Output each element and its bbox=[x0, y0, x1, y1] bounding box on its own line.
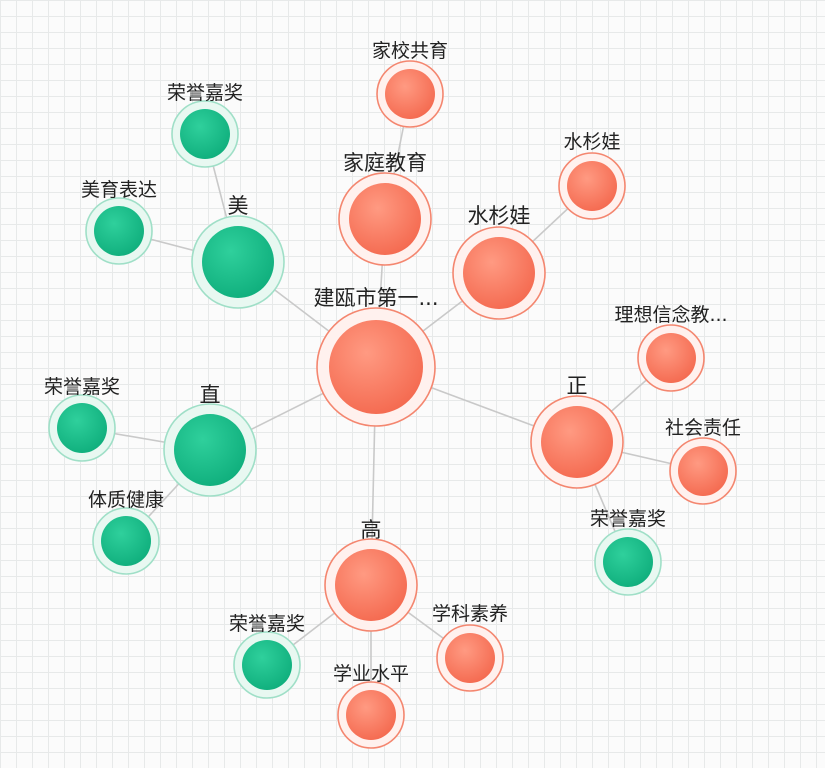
node-circle[interactable] bbox=[346, 690, 396, 740]
node-gao-xueke[interactable]: 学科素养 bbox=[432, 603, 508, 692]
node-zheng-lixiang[interactable]: 理想信念教... bbox=[614, 303, 728, 392]
node-circle[interactable] bbox=[385, 69, 435, 119]
node-label: 水杉娃 bbox=[563, 131, 620, 153]
node-zhi-tizhi[interactable]: 体质健康 bbox=[88, 489, 164, 575]
node-zheng[interactable]: 正 bbox=[530, 374, 624, 489]
node-gao-xueye[interactable]: 学业水平 bbox=[333, 663, 409, 749]
node-circle[interactable] bbox=[463, 237, 535, 309]
node-label: 体质健康 bbox=[88, 489, 164, 511]
node-circle[interactable] bbox=[174, 414, 246, 486]
node-jiaxiao[interactable]: 家校共育 bbox=[372, 40, 448, 128]
node-gao-rongyu[interactable]: 荣誉嘉奖 bbox=[229, 613, 305, 699]
node-shuishan-child[interactable]: 水杉娃 bbox=[558, 131, 626, 220]
node-label: 荣誉嘉奖 bbox=[590, 508, 666, 530]
node-label: 美育表达 bbox=[81, 179, 157, 201]
node-label: 荣誉嘉奖 bbox=[167, 82, 243, 104]
node-circle[interactable] bbox=[678, 446, 728, 496]
node-label: 美 bbox=[228, 194, 249, 218]
node-label: 家庭教育 bbox=[343, 151, 427, 175]
node-mei-meiyu[interactable]: 美育表达 bbox=[81, 179, 157, 265]
node-circle[interactable] bbox=[94, 206, 144, 256]
node-zheng-rongyu[interactable]: 荣誉嘉奖 bbox=[590, 508, 666, 596]
node-label: 荣誉嘉奖 bbox=[229, 613, 305, 635]
node-circle[interactable] bbox=[567, 161, 617, 211]
node-circle[interactable] bbox=[180, 109, 230, 159]
node-label: 社会责任 bbox=[665, 417, 741, 439]
node-shuishan[interactable]: 水杉娃 bbox=[452, 204, 546, 320]
node-zheng-shehui[interactable]: 社会责任 bbox=[665, 417, 741, 505]
node-circle[interactable] bbox=[242, 640, 292, 690]
node-label: 学业水平 bbox=[333, 663, 409, 685]
node-zhi-rongyu[interactable]: 荣誉嘉奖 bbox=[44, 376, 120, 462]
node-circle[interactable] bbox=[349, 183, 421, 255]
nodes-layer: 建瓯市第一...美荣誉嘉奖美育表达直荣誉嘉奖体质健康高荣誉嘉奖学业水平学科素养正… bbox=[44, 40, 741, 749]
node-label: 正 bbox=[567, 374, 588, 398]
node-circle[interactable] bbox=[57, 403, 107, 453]
node-circle[interactable] bbox=[202, 226, 274, 298]
node-label: 家校共育 bbox=[372, 40, 448, 62]
node-circle[interactable] bbox=[541, 406, 613, 478]
node-jiating[interactable]: 家庭教育 bbox=[338, 151, 432, 266]
node-mei-rongyu[interactable]: 荣誉嘉奖 bbox=[167, 82, 243, 168]
node-circle[interactable] bbox=[101, 516, 151, 566]
node-label: 高 bbox=[361, 518, 382, 542]
node-label: 荣誉嘉奖 bbox=[44, 376, 120, 398]
node-circle[interactable] bbox=[603, 537, 653, 587]
node-mei[interactable]: 美 bbox=[191, 194, 285, 309]
node-circle[interactable] bbox=[445, 633, 495, 683]
node-label: 直 bbox=[200, 383, 221, 407]
node-circle[interactable] bbox=[335, 549, 407, 621]
node-zhi[interactable]: 直 bbox=[163, 383, 257, 497]
node-label: 建瓯市第一... bbox=[313, 286, 438, 310]
node-label: 学科素养 bbox=[432, 603, 508, 625]
node-gao[interactable]: 高 bbox=[324, 518, 418, 632]
node-label: 水杉娃 bbox=[468, 204, 531, 228]
node-label: 理想信念教... bbox=[614, 303, 727, 326]
node-circle[interactable] bbox=[646, 333, 696, 383]
node-circle[interactable] bbox=[329, 320, 423, 414]
node-center[interactable]: 建瓯市第一... bbox=[313, 286, 439, 427]
